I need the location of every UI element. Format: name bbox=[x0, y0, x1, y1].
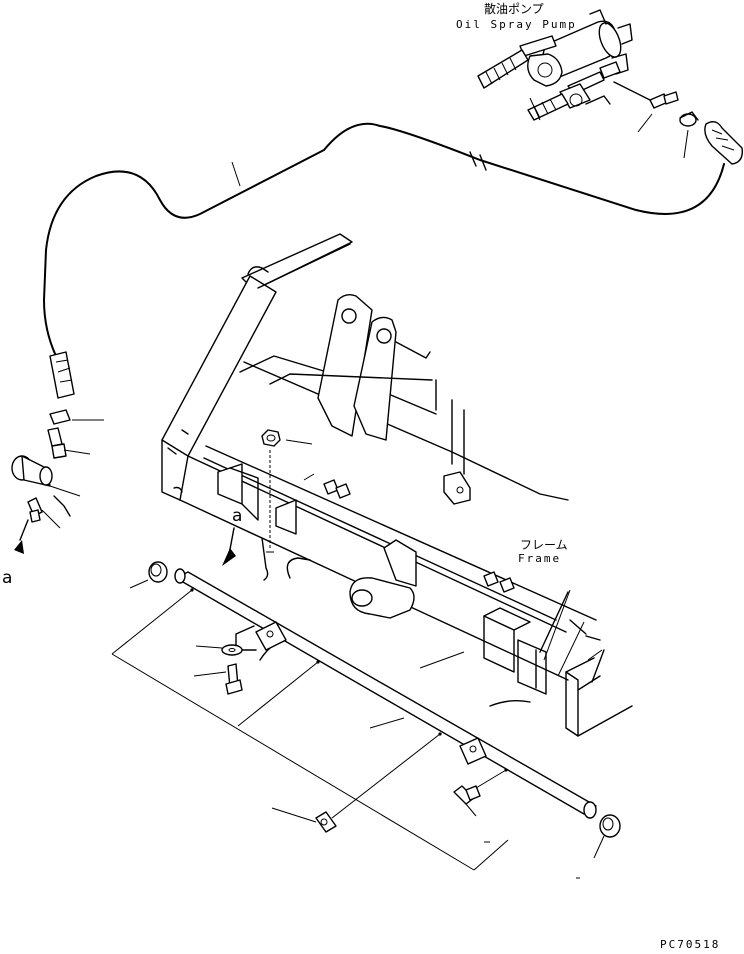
frame-icon bbox=[161, 233, 633, 737]
view-arrow-icon bbox=[222, 527, 236, 566]
elbow-fitting-icon bbox=[613, 81, 679, 133]
assembly-outline bbox=[111, 589, 509, 871]
nut-icon bbox=[261, 429, 313, 581]
shaft-cap-icon bbox=[129, 561, 621, 859]
shaft-icon bbox=[174, 568, 597, 819]
adapter-fitting-icon bbox=[47, 427, 91, 459]
leader-lines bbox=[369, 589, 603, 879]
frame-label-en: Frame bbox=[518, 552, 562, 565]
bolt-icon bbox=[303, 473, 515, 593]
pump-label-jp: 散油ポンプ bbox=[484, 2, 544, 16]
grease-nipple-icon bbox=[14, 495, 71, 554]
frame-label-jp: フレーム bbox=[520, 538, 568, 552]
elbow-coupler-icon bbox=[11, 455, 81, 497]
view-label-a-arrow: a bbox=[232, 506, 243, 526]
grease-fitting-icon bbox=[271, 733, 507, 833]
cap-icon bbox=[49, 409, 104, 425]
clamp-icon bbox=[679, 111, 699, 159]
hose-icon bbox=[704, 121, 743, 165]
washer-icon bbox=[195, 644, 243, 656]
view-label-a-left: a bbox=[2, 568, 13, 588]
drawing-code: PC70518 bbox=[660, 938, 721, 951]
long-bolt-icon bbox=[193, 663, 243, 695]
pump-label-en: Oil Spray Pump bbox=[456, 18, 577, 31]
oil-spray-pump-icon bbox=[477, 9, 633, 121]
long-hose-icon bbox=[43, 122, 725, 399]
